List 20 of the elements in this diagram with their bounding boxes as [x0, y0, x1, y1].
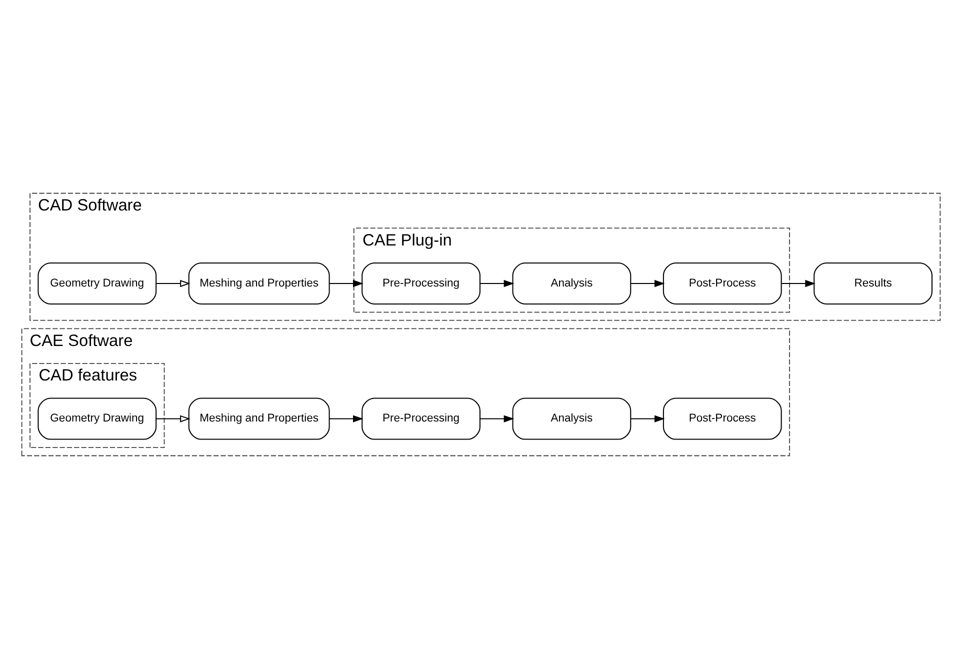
node-box: Pre-Processing	[362, 262, 480, 305]
node-box: Meshing and Properties	[188, 262, 330, 305]
node-box: Analysis	[512, 262, 632, 305]
arrow	[782, 280, 816, 288]
arrow	[631, 280, 665, 288]
node-box: Pre-Processing	[362, 398, 480, 440]
node-box: Geometry Drawing	[38, 398, 157, 440]
node-box: Analysis	[512, 398, 632, 440]
arrow	[329, 280, 364, 288]
node-box: Results	[814, 262, 933, 305]
arrow	[329, 415, 364, 422]
node-box: Meshing and Properties	[188, 398, 330, 440]
node-box: Post-Process	[662, 398, 782, 440]
arrow	[156, 415, 190, 422]
arrow	[480, 415, 514, 422]
arrow	[156, 280, 190, 288]
node-box: Geometry Drawing	[38, 262, 157, 305]
arrow	[631, 415, 665, 422]
arrow	[480, 280, 514, 288]
node-box: Post-Process	[662, 262, 782, 305]
